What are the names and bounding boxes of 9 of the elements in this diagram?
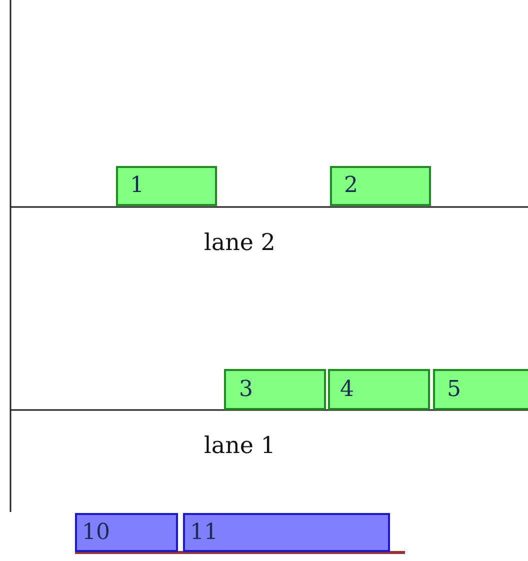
lane-label: lane 2: [204, 230, 276, 256]
task-bar: 11: [183, 513, 390, 552]
task-bar: 5: [433, 369, 528, 410]
lane-label: lane 1: [204, 433, 276, 459]
task-bar: 2: [330, 166, 431, 206]
task-bar: 1: [116, 166, 217, 206]
task-bar: 4: [328, 369, 430, 410]
task-bar: 10: [75, 513, 178, 552]
task-bar: 3: [224, 369, 326, 410]
